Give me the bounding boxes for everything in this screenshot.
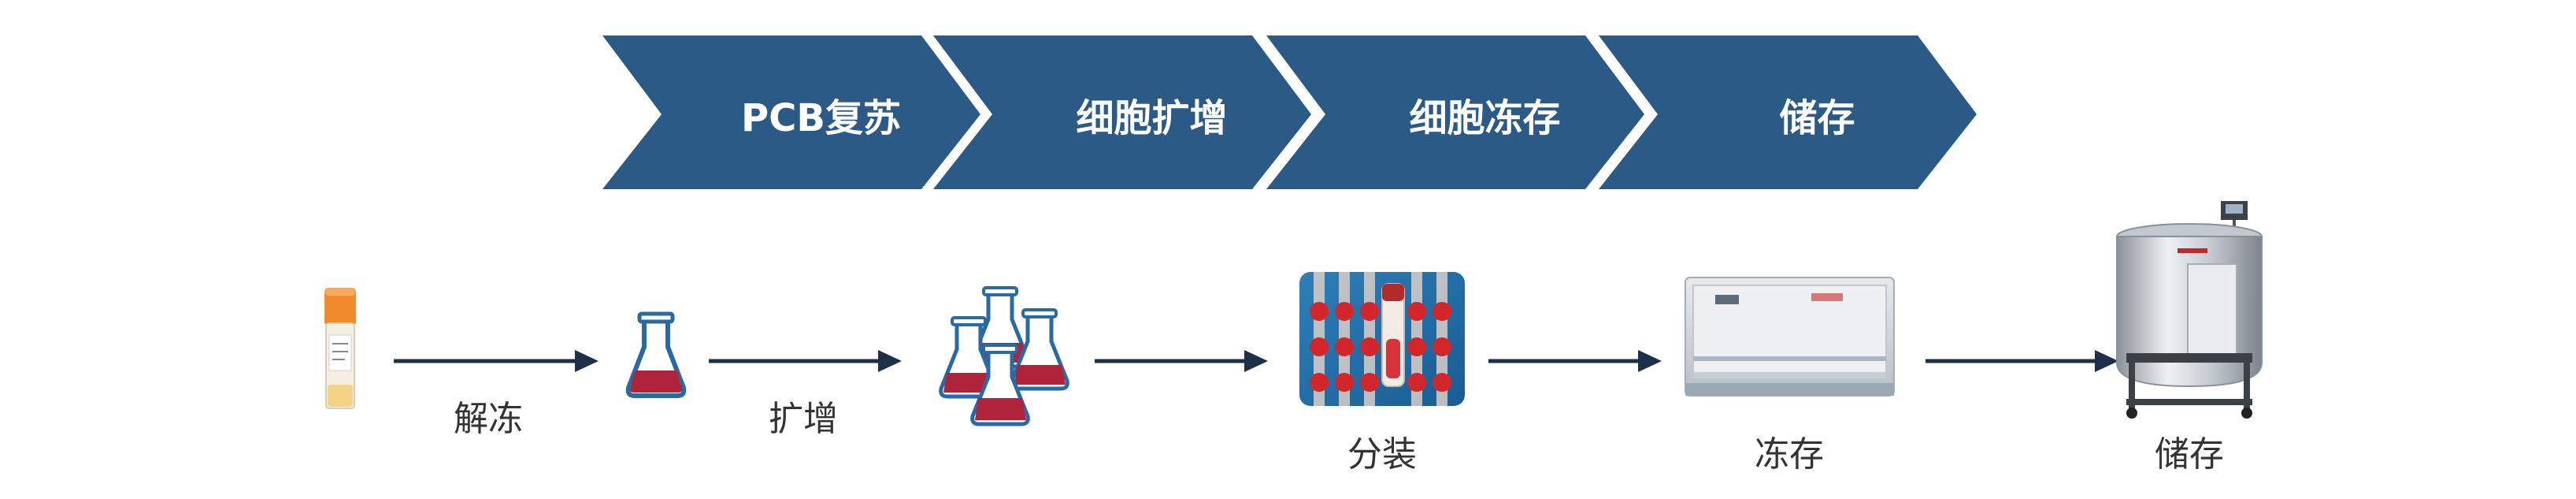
chevron-step-2: [933, 35, 1311, 189]
multiple-flasks-icon: [939, 286, 1069, 426]
arrow-4: [1488, 350, 1662, 372]
arrow-5: [1926, 350, 2118, 372]
cryovial-icon: [324, 288, 356, 409]
step-label-3: 细胞冻存: [1409, 96, 1561, 140]
label-expand: 扩增: [769, 399, 838, 439]
label-aliquot: 分装: [1347, 434, 1417, 475]
label-store: 储存: [2155, 434, 2224, 475]
label-freeze: 冻存: [1755, 434, 1824, 475]
step-label-4: 储存: [1779, 96, 1855, 140]
chevron-step-3: [1266, 35, 1644, 189]
erlenmeyer-flask-icon: [625, 311, 687, 398]
step-label-1: PCB复苏: [741, 96, 901, 140]
aliquot-tubes-photo: [1299, 272, 1465, 406]
label-thaw: 解冻: [454, 399, 523, 439]
arrow-1: [394, 350, 599, 372]
liquid-nitrogen-tank-photo: [2116, 201, 2263, 419]
arrow-2: [709, 350, 902, 372]
chevron-step-1: [602, 35, 980, 189]
step-label-2: 细胞扩增: [1076, 96, 1228, 140]
freezer-photo: [1685, 277, 1895, 397]
chevron-step-4: [1599, 35, 1977, 189]
arrow-3: [1095, 350, 1268, 372]
